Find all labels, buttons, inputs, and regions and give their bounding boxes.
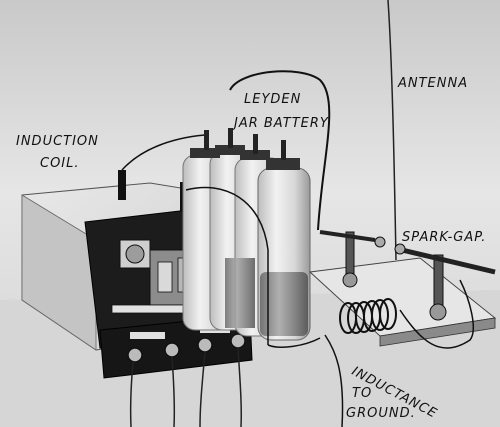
binding-posts — [127, 333, 246, 427]
spark-gap-assembly — [308, 230, 497, 347]
ground-wire — [324, 334, 344, 427]
label-induction: INDUCTION — [16, 134, 99, 149]
label-leyden: LEYDEN — [244, 92, 302, 107]
jar-inner-wire — [185, 186, 269, 345]
label-jar-battery: JAR BATTERY — [234, 116, 329, 131]
label-ground: GROUND. — [346, 406, 416, 421]
coil-to-gap-wire — [399, 279, 474, 349]
label-spark-gap: SPARK-GAP. — [402, 230, 487, 245]
coil-wire — [121, 134, 206, 171]
leyden-jars — [182, 128, 311, 341]
inductance-coil — [339, 298, 397, 334]
label-coil: COIL. — [40, 156, 80, 171]
jar-base-wire — [267, 337, 321, 348]
label-antenna: ANTENNA — [398, 76, 469, 91]
jar-to-spark-wire — [229, 70, 331, 231]
coil-terminal-left — [118, 170, 126, 200]
label-to: TO — [352, 386, 373, 401]
antenna-wire — [387, 0, 397, 261]
